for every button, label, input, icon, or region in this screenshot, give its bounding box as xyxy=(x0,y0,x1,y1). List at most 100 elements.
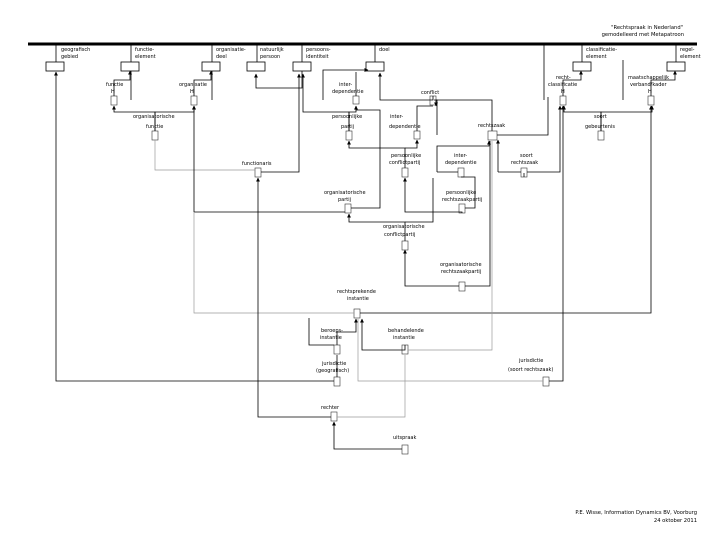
label-functie-element-2: element xyxy=(135,54,156,60)
edge-rechtspr-orgpartij xyxy=(193,213,354,314)
node-functie-h xyxy=(110,95,118,106)
box-organisatie-deel xyxy=(201,61,221,72)
label-org-functie-1: organisatorische xyxy=(133,114,175,120)
label-functionaris: functionaris xyxy=(242,161,272,167)
node-org-rzpartij xyxy=(458,281,466,292)
label-pers-rzpartij-2: rechtszaakpartij xyxy=(442,197,482,203)
edge-soortrz-class xyxy=(527,105,562,173)
label-jur-geo-1: jurisdictie xyxy=(321,361,346,367)
label-natuurlijk-persoon-1: natuurlijk xyxy=(260,47,284,53)
edge-functie-h-element xyxy=(113,70,132,96)
edge-persconf-interdep2 xyxy=(405,139,419,149)
label-soort-rechtszaak-2: rechtszaak xyxy=(511,160,538,166)
edge-maatsch-regel xyxy=(650,70,677,96)
label-inter-dep-1-2: dependentie xyxy=(332,89,364,95)
label-org-partij-2: partij xyxy=(338,197,351,203)
label-pers-partij-2: partij xyxy=(341,124,354,130)
edge-orgpartij-orgh xyxy=(192,105,345,213)
label-inter-dep-2-2: dependentie xyxy=(389,124,421,130)
label-functie-element-1: functie- xyxy=(135,47,154,53)
node-rechtspr-instantie xyxy=(353,308,361,319)
edge-orgpartij-interdep xyxy=(351,106,381,209)
label-inter-dep-3-2: dependentie xyxy=(445,160,477,166)
node-org-functie xyxy=(151,130,159,141)
label-doel: doel xyxy=(379,47,390,53)
label-conflict: conflict xyxy=(421,90,439,96)
label-beroeps-inst-2: instantie xyxy=(320,335,342,341)
edge-functionaris-orgfunctie xyxy=(154,140,255,171)
node-pers-partij xyxy=(345,130,353,141)
label-natuurlijk-persoon-2: persoon xyxy=(260,54,280,60)
edge-identiteit-persoon xyxy=(254,71,303,89)
label-org-confpartij-2: conflictpartij xyxy=(384,232,415,238)
edge-orgrz-orgconf xyxy=(403,249,459,287)
label-persoons-identiteit-2: identiteit xyxy=(306,54,329,60)
label-beroeps-inst-1: beroeps- xyxy=(321,328,343,334)
label-pers-rzpartij-1: persoonlijke xyxy=(446,190,476,196)
edge-orgconf-conflict xyxy=(405,178,434,223)
node-jurisdictie-soort xyxy=(542,376,550,387)
label-jur-geo-2: (geografisch) xyxy=(316,368,349,374)
node-recht-classificatie-h xyxy=(559,95,567,106)
edge-orgrz-rechtszaak xyxy=(465,141,491,287)
node-maatschappelijk-h xyxy=(647,95,655,106)
edge-functionaris-identiteit xyxy=(261,73,301,173)
edge-recht-class-element xyxy=(562,70,583,96)
footer-date: 24 oktober 2011 xyxy=(654,518,697,524)
edge-rechter-behandel xyxy=(337,355,406,418)
label-maatsch-3: H xyxy=(648,89,652,95)
label-rechtspr-inst-1: rechtsprekende xyxy=(337,289,376,295)
label-geografisch-gebied-2: gebied xyxy=(61,54,78,60)
label-jur-soort-2: (soort rechtszaak) xyxy=(508,367,553,373)
top-object-boxes xyxy=(45,61,686,72)
label-uitspraak: uitspraak xyxy=(393,435,416,441)
label-maatsch-2: verband/kader xyxy=(630,82,667,88)
label-org-confpartij-1: organisatorische xyxy=(383,224,425,230)
label-org-rzpartij-1: organisatorische xyxy=(440,262,482,268)
label-rechtspr-inst-2: instantie xyxy=(347,296,369,302)
label-behandel-inst-1: behandelende xyxy=(388,328,424,334)
node-beroeps-instantie xyxy=(333,344,341,355)
node-jurisdictie-geo xyxy=(333,376,341,387)
label-behandel-inst-2: instantie xyxy=(393,335,415,341)
edge-interdep1-doel xyxy=(322,68,369,100)
label-inter-dep-2-1: inter- xyxy=(390,114,403,120)
node-organisatie-h xyxy=(190,95,198,106)
label-recht-class-1: recht- xyxy=(556,75,571,81)
node-rechter xyxy=(330,411,338,422)
edge-jursoort-rechtspr xyxy=(357,319,543,382)
label-organisatie-h-2: H xyxy=(190,89,194,95)
box-persoons-identiteit xyxy=(292,61,312,72)
label-classificatie-element-2: element xyxy=(586,54,607,60)
box-natuurlijk-persoon xyxy=(246,61,266,72)
label-soort-rechtszaak-1: soort xyxy=(520,153,533,159)
node-soort-gebeurtenis xyxy=(597,130,605,141)
label-functie-h-1: functie xyxy=(106,82,123,88)
edge-persconf-perspartij xyxy=(347,140,406,168)
label-inter-dep-1-1: inter- xyxy=(339,82,352,88)
label-regel-element-2: element xyxy=(680,54,701,60)
box-doel xyxy=(365,61,385,72)
edge-rechter-functionaris xyxy=(256,177,331,418)
edge-persrz-persconf xyxy=(403,177,463,213)
box-functie-element xyxy=(120,61,140,72)
node-inter-dep-1 xyxy=(352,95,360,105)
box-classificatie-element xyxy=(572,61,592,72)
edge-jursoort-class xyxy=(549,105,565,382)
edge-jurgeo-geo xyxy=(54,71,334,382)
edge-behandel-rechtszaak xyxy=(408,141,493,351)
edge-rechtszaak-class xyxy=(497,97,549,136)
label-soort-gebeurtenis-2: gebeurtenis xyxy=(585,124,615,130)
node-uitspraak xyxy=(401,444,409,455)
node-inter-dep-2 xyxy=(413,130,421,140)
node-org-partij xyxy=(344,203,352,214)
diagram-subtitle: gemodelleerd met Metapatroon xyxy=(602,32,684,38)
box-regel-element xyxy=(666,61,686,72)
label-regel-element-1: regel- xyxy=(680,47,695,53)
label-pers-conflictpartij-1: persoonlijke xyxy=(391,153,421,159)
label-jur-soort-1: jurisdictie xyxy=(518,358,543,364)
label-rechter: rechter xyxy=(321,405,340,411)
edge-persrz-interdep3 xyxy=(461,176,476,209)
node-rechtszaak xyxy=(487,130,498,141)
label-inter-dep-3-1: inter- xyxy=(454,153,467,159)
